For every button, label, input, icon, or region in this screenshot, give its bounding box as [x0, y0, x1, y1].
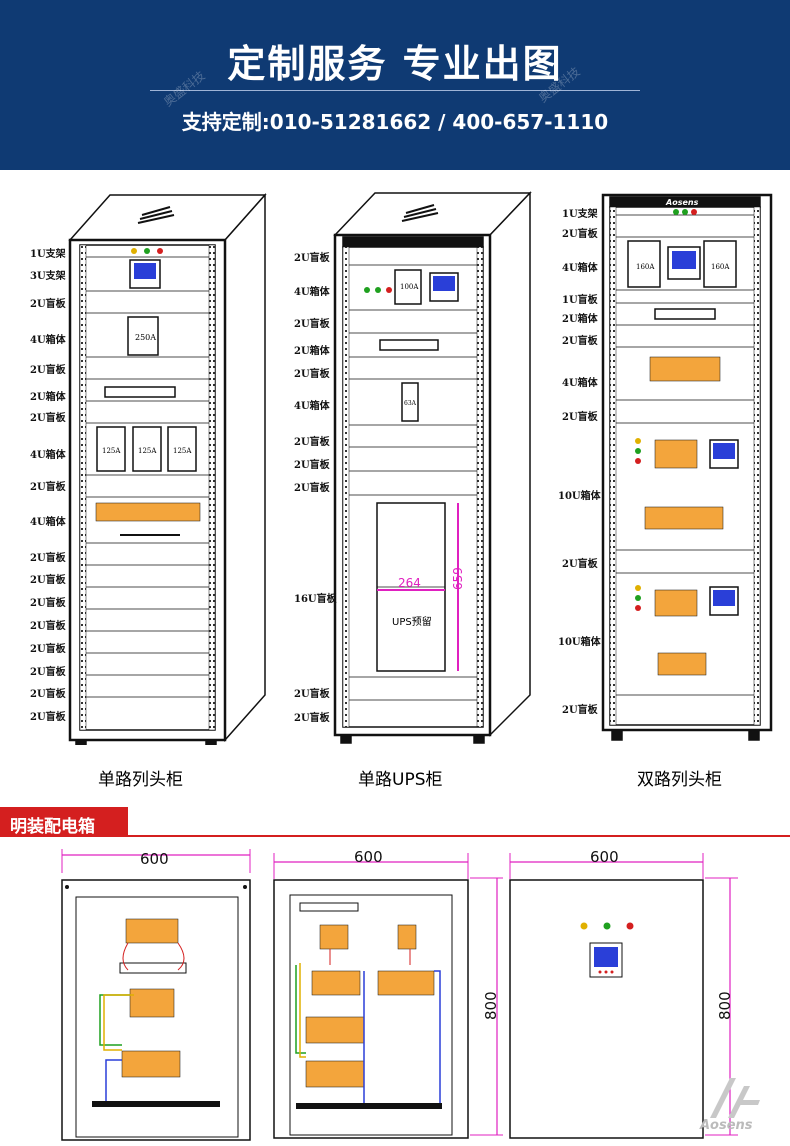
- unit-label: 2U盲板: [294, 437, 330, 448]
- unit-label: 2U盲板: [294, 460, 330, 471]
- unit-label: 2U盲板: [30, 621, 66, 632]
- section-tag: [0, 807, 128, 837]
- distribution-box-3: [509, 853, 738, 1139]
- unit-label: 3U支架: [30, 271, 66, 282]
- cabinet-svg: 250A 125A 125A 125A: [68, 191, 773, 749]
- unit-label: 2U盲板: [30, 689, 66, 700]
- breaker-label: 125A: [138, 447, 157, 455]
- section-header: 明装配电箱: [0, 807, 790, 837]
- unit-label: 1U支架: [30, 249, 66, 260]
- unit-label: 2U盲板: [294, 253, 330, 264]
- unit-label: 2U盲板: [30, 299, 66, 310]
- unit-label: 2U盲板: [294, 369, 330, 380]
- distribution-boxes: 600 600 800 600 800: [61, 848, 738, 1141]
- banner-title: 定制服务 专业出图: [227, 42, 563, 86]
- unit-label: 4U箱体: [30, 517, 66, 528]
- box-width-dim: 600: [590, 848, 619, 866]
- unit-label: 4U箱体: [294, 287, 330, 298]
- section-divider: [0, 835, 790, 837]
- banner-divider: [150, 90, 640, 91]
- ups-height-dim: 659: [451, 567, 465, 590]
- box-height-dim: 800: [716, 991, 734, 1020]
- unit-label: 10U箱体: [558, 637, 601, 648]
- breaker-label: 100A: [400, 283, 419, 291]
- unit-label: 2U盲板: [562, 559, 598, 570]
- unit-label: 1U盲板: [562, 295, 598, 306]
- unit-label: 2U盲板: [562, 412, 598, 423]
- unit-label: 2U盲板: [562, 336, 598, 347]
- box-width-dim: 600: [354, 848, 383, 866]
- unit-label: 2U盲板: [562, 229, 598, 240]
- cabinet-caption: 单路UPS柜: [358, 770, 443, 790]
- cabinet-single-ups: [333, 191, 532, 744]
- unit-label: 4U箱体: [294, 401, 330, 412]
- cabinet-brand: Aosens: [665, 198, 699, 207]
- logo-text: Aosens: [700, 1118, 753, 1133]
- unit-label: 2U盲板: [30, 553, 66, 564]
- unit-label: 16U盲板: [294, 594, 337, 605]
- unit-label: 2U盲板: [30, 667, 66, 678]
- ups-label: UPS预留: [392, 615, 432, 628]
- breaker-label: 125A: [173, 447, 192, 455]
- unit-label: 2U盲板: [294, 483, 330, 494]
- cabinet-dual-pdu: [601, 193, 773, 741]
- breaker-label: 160A: [711, 263, 730, 271]
- distribution-box-2: [273, 853, 503, 1139]
- section-title: 明装配电箱: [10, 817, 95, 837]
- unit-label: 2U盲板: [294, 713, 330, 724]
- box-width-dim: 600: [140, 850, 169, 868]
- unit-label: 2U盲板: [30, 482, 66, 493]
- unit-label: 4U箱体: [562, 263, 598, 274]
- unit-label: 2U箱体: [562, 314, 598, 325]
- unit-label: 2U盲板: [30, 365, 66, 376]
- unit-label: 2U盲板: [30, 598, 66, 609]
- aosens-logo: [710, 1078, 760, 1118]
- unit-label: 4U箱体: [30, 450, 66, 461]
- cabinet-drawings: 250A 125A 125A 125A: [0, 185, 790, 749]
- unit-label: 2U箱体: [30, 392, 66, 403]
- unit-label: 2U盲板: [294, 319, 330, 330]
- cabinet-caption: 双路列头柜: [637, 770, 722, 790]
- unit-label: 10U箱体: [558, 491, 601, 502]
- unit-label: 2U盲板: [30, 644, 66, 655]
- banner-phone: 支持定制:010-51281662 / 400-657-1110: [181, 110, 609, 134]
- cabinet-caption: 单路列头柜: [98, 770, 183, 790]
- unit-label: 2U盲板: [294, 689, 330, 700]
- breaker-label: 63A: [404, 400, 417, 407]
- unit-label: 4U箱体: [30, 335, 66, 346]
- header-banner: 定制服务 专业出图 支持定制:010-51281662 / 400-657-11…: [0, 0, 790, 170]
- unit-label: 4U箱体: [562, 378, 598, 389]
- unit-label: 2U盲板: [30, 413, 66, 424]
- breaker-label: 125A: [102, 447, 121, 455]
- cabinet-brand: Aosens: [372, 256, 406, 265]
- unit-label: 2U盲板: [30, 575, 66, 586]
- unit-label: 1U支架: [562, 209, 598, 220]
- distribution-box-1: [61, 849, 251, 1141]
- ups-width-dim: 264: [398, 576, 421, 590]
- breaker-label: 250A: [135, 333, 156, 342]
- unit-label: 2U盲板: [562, 705, 598, 716]
- box-height-dim: 800: [482, 991, 500, 1020]
- cabinet-single-pdu: [68, 193, 267, 749]
- unit-label: 2U箱体: [294, 346, 330, 357]
- unit-label: 2U盲板: [30, 712, 66, 723]
- breaker-label: 160A: [636, 263, 655, 271]
- ups-dimension-lines: [377, 503, 459, 671]
